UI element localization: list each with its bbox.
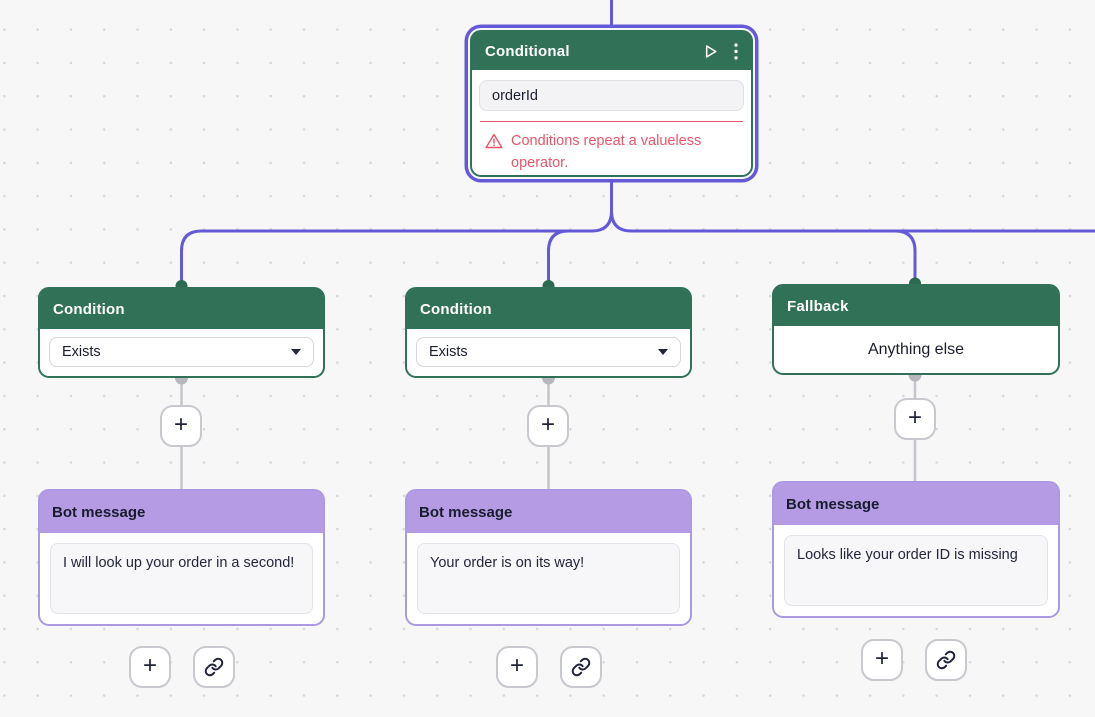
- bot-message-text-2[interactable]: Your order is on its way!: [417, 543, 680, 614]
- add-step-button-2[interactable]: +: [527, 405, 569, 447]
- condition-node-1[interactable]: Condition Exists: [38, 287, 325, 378]
- bot-message-node-2[interactable]: Bot message Your order is on its way!: [405, 489, 692, 626]
- condition-node-1-header[interactable]: Condition: [40, 289, 323, 329]
- link-icon: [936, 650, 956, 670]
- conditional-node-header[interactable]: Conditional: [472, 32, 751, 70]
- operator-select-2-value: Exists: [429, 344, 468, 360]
- condition-variable-input[interactable]: [479, 80, 744, 111]
- error-divider: [480, 121, 743, 122]
- bot-message-node-2-title: Bot message: [419, 503, 513, 521]
- operator-select-2[interactable]: Exists: [416, 337, 681, 367]
- plus-icon: +: [173, 411, 188, 438]
- plus-icon: +: [509, 652, 524, 679]
- bot-message-node-1-header[interactable]: Bot message: [40, 491, 323, 533]
- add-next-step-button-1[interactable]: +: [129, 646, 171, 688]
- condition-node-2-header[interactable]: Condition: [407, 289, 690, 329]
- validation-error: Conditions repeat a valueless operator.: [472, 122, 751, 174]
- operator-select-1-value: Exists: [62, 344, 101, 360]
- plus-icon: +: [142, 652, 157, 679]
- bot-message-node-2-header[interactable]: Bot message: [407, 491, 690, 533]
- fallback-node[interactable]: Fallback Anything else: [772, 284, 1060, 375]
- bot-message-node-3-header[interactable]: Bot message: [774, 483, 1058, 525]
- validation-error-text: Conditions repeat a valueless operator.: [511, 133, 702, 171]
- chevron-down-icon: [658, 349, 668, 355]
- node-menu-button[interactable]: [734, 42, 738, 60]
- bot-message-node-3-title: Bot message: [786, 495, 880, 513]
- condition-node-2[interactable]: Condition Exists: [405, 287, 692, 378]
- bot-message-node-3[interactable]: Bot message Looks like your order ID is …: [772, 481, 1060, 618]
- link-icon: [204, 657, 224, 677]
- add-next-step-button-3[interactable]: +: [861, 639, 903, 681]
- fallback-node-header[interactable]: Fallback: [774, 286, 1058, 326]
- bot-message-text-3[interactable]: Looks like your order ID is missing: [784, 535, 1048, 606]
- condition-node-2-title: Condition: [420, 300, 492, 318]
- fallback-label: Anything else: [867, 340, 965, 358]
- bot-message-text-1[interactable]: I will look up your order in a second!: [50, 543, 313, 614]
- edge-conditional-to-condition-1: [180, 180, 613, 286]
- link-step-button-1[interactable]: [193, 646, 235, 688]
- plus-icon: +: [907, 404, 922, 431]
- link-icon: [571, 657, 591, 677]
- add-next-step-button-2[interactable]: +: [496, 646, 538, 688]
- plus-icon: +: [874, 645, 889, 672]
- chevron-down-icon: [291, 349, 301, 355]
- edge-conditional-to-right: [610, 180, 1095, 233]
- link-step-button-2[interactable]: [560, 646, 602, 688]
- bot-message-node-1-title: Bot message: [52, 503, 146, 521]
- conditional-node-title: Conditional: [485, 42, 570, 60]
- fallback-node-title: Fallback: [787, 297, 849, 315]
- bot-message-node-1[interactable]: Bot message I will look up your order in…: [38, 489, 325, 626]
- add-step-button-3[interactable]: +: [894, 398, 936, 440]
- link-step-button-3[interactable]: [925, 639, 967, 681]
- kebab-menu-icon: [734, 42, 738, 60]
- condition-node-1-title: Condition: [53, 300, 125, 318]
- play-button[interactable]: [702, 43, 719, 60]
- plus-icon: +: [540, 411, 555, 438]
- edge-conditional-to-fallback: [894, 229, 917, 283]
- play-icon: [705, 44, 717, 58]
- add-step-button-1[interactable]: +: [160, 405, 202, 447]
- edge-conditional-to-condition-2: [547, 229, 569, 286]
- warning-icon: [485, 132, 503, 174]
- conditional-node[interactable]: Conditional: [470, 30, 753, 177]
- operator-select-1[interactable]: Exists: [49, 337, 314, 367]
